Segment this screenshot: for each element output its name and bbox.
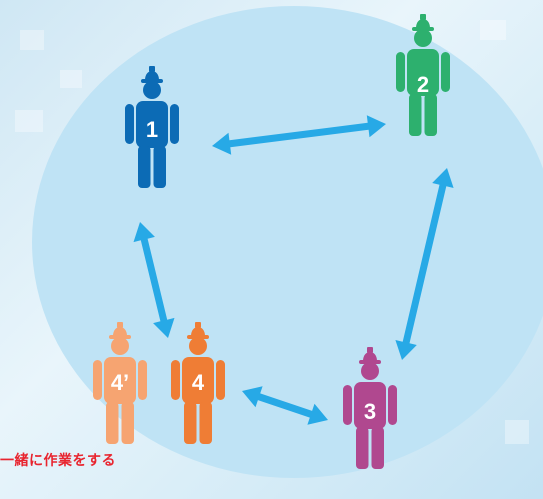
worker-4-label: 4 — [192, 370, 205, 395]
arrow-4-to-1 — [133, 222, 175, 338]
background-tile — [20, 30, 44, 50]
worker-3: 3 — [343, 347, 397, 469]
background-tile — [60, 70, 82, 88]
worker-4: 4 — [171, 322, 225, 444]
arrow-2-to-3 — [395, 168, 454, 360]
arrow-3-to-4-shape — [242, 386, 328, 425]
worker-2-label: 2 — [417, 72, 429, 97]
worker-4-prime: 4’ — [93, 322, 147, 444]
arrow-1-to-2-shape — [212, 115, 386, 155]
worker-1-label: 1 — [146, 117, 158, 142]
arrow-2-to-3-shape — [395, 168, 454, 360]
worker-2: 2 — [396, 14, 450, 136]
arrow-3-to-4 — [242, 386, 328, 425]
arrow-1-to-2 — [212, 115, 386, 155]
connection-arrows — [133, 115, 454, 425]
arrow-4-to-1-shape — [133, 222, 175, 338]
worker-1: 1 — [125, 66, 179, 188]
background-tile — [15, 110, 43, 132]
worker-3-label: 3 — [364, 399, 376, 424]
background-tile — [505, 420, 529, 444]
worker-4-prime-label: 4’ — [111, 370, 129, 395]
caption-text: 一緒に作業をする — [0, 453, 116, 469]
background-tile — [480, 20, 506, 40]
